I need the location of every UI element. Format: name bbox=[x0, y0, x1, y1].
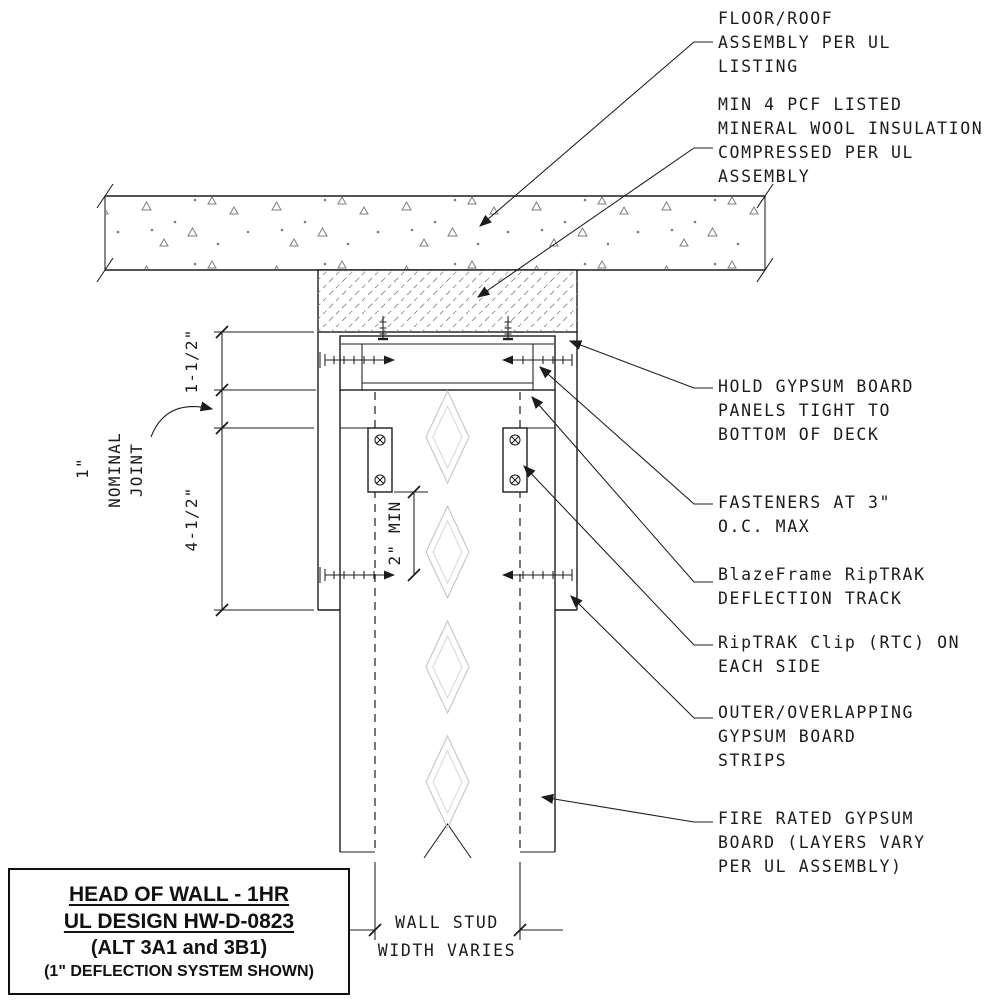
annotation-fire-rated-1: FIRE RATED GYPSUM bbox=[718, 809, 914, 828]
dim-strip-lap: 4-1/2" bbox=[182, 487, 201, 552]
stud-break-symbol bbox=[423, 823, 472, 859]
concrete-slab bbox=[96, 183, 774, 283]
annotation-outer-strips-1: OUTER/OVERLAPPING bbox=[718, 703, 914, 722]
annotation-fasteners-1: FASTENERS AT 3" bbox=[718, 493, 891, 512]
annotation-outer-strips-2: GYPSUM BOARD bbox=[718, 727, 856, 746]
annotation-floor-roof-3: LISTING bbox=[718, 57, 799, 76]
screw-fasteners bbox=[319, 316, 578, 583]
annotation-floor-roof-1: FLOOR/ROOF bbox=[718, 9, 833, 28]
dim-stud-width-2: WIDTH VARIES bbox=[378, 941, 516, 960]
annotation-hold-gypsum-2: PANELS TIGHT TO bbox=[718, 401, 891, 420]
title-line-4: (1" DEFLECTION SYSTEM SHOWN) bbox=[44, 962, 314, 980]
annotation-deflection-track-1: BlazeFrame RipTRAK bbox=[718, 565, 926, 584]
dim-stud-width-1: WALL STUD bbox=[395, 913, 499, 932]
title-line-3: (ALT 3A1 and 3B1) bbox=[90, 936, 268, 959]
left-dimensions bbox=[150, 325, 316, 617]
title-block: HEAD OF WALL - 1HR UL DESIGN HW-D-0823 (… bbox=[8, 868, 350, 995]
annotation-mineral-wool-2: MINERAL WOOL INSULATION bbox=[718, 119, 983, 138]
annotation-fire-rated-3: PER UL ASSEMBLY) bbox=[718, 857, 903, 876]
mineral-wool-insulation bbox=[317, 269, 578, 333]
stud-width-dimension bbox=[332, 862, 563, 940]
annotation-hold-gypsum-1: HOLD GYPSUM BOARD bbox=[718, 377, 914, 396]
stud-knockouts bbox=[425, 389, 470, 830]
annotation-riptrak-clip-2: EACH SIDE bbox=[718, 657, 822, 676]
dim-track-leg: 1-1/2" bbox=[182, 329, 201, 394]
min-overlap-dimension bbox=[394, 485, 428, 582]
annotation-mineral-wool-4: ASSEMBLY bbox=[718, 167, 810, 186]
annotation-outer-strips-3: STRIPS bbox=[718, 751, 787, 770]
annotations-column: FLOOR/ROOF ASSEMBLY PER UL LISTING MIN 4… bbox=[718, 9, 983, 876]
annotation-deflection-track-2: DEFLECTION TRACK bbox=[718, 589, 903, 608]
annotation-fasteners-2: O.C. MAX bbox=[718, 517, 810, 536]
annotation-hold-gypsum-3: BOTTOM OF DECK bbox=[718, 425, 879, 444]
annotation-fire-rated-2: BOARD (LAYERS VARY bbox=[718, 833, 926, 852]
annotation-mineral-wool-1: MIN 4 PCF LISTED bbox=[718, 95, 903, 114]
annotation-mineral-wool-3: COMPRESSED PER UL bbox=[718, 143, 914, 162]
title-line-1: HEAD OF WALL - 1HR bbox=[68, 882, 290, 906]
dim-min-overlap: 2" MIN bbox=[385, 501, 404, 566]
dim-joint-label-1: NOMINAL bbox=[105, 432, 124, 508]
riptrak-clips bbox=[367, 427, 528, 493]
outer-gypsum-strips bbox=[317, 332, 578, 611]
annotation-floor-roof-2: ASSEMBLY PER UL bbox=[718, 33, 891, 52]
dim-joint: 1" bbox=[73, 457, 92, 479]
leader-lines bbox=[476, 41, 713, 823]
annotation-riptrak-clip-1: RipTRAK Clip (RTC) ON bbox=[718, 633, 960, 652]
title-line-2: UL DESIGN HW-D-0823 bbox=[63, 909, 295, 933]
dim-joint-label-2: JOINT bbox=[127, 443, 146, 497]
